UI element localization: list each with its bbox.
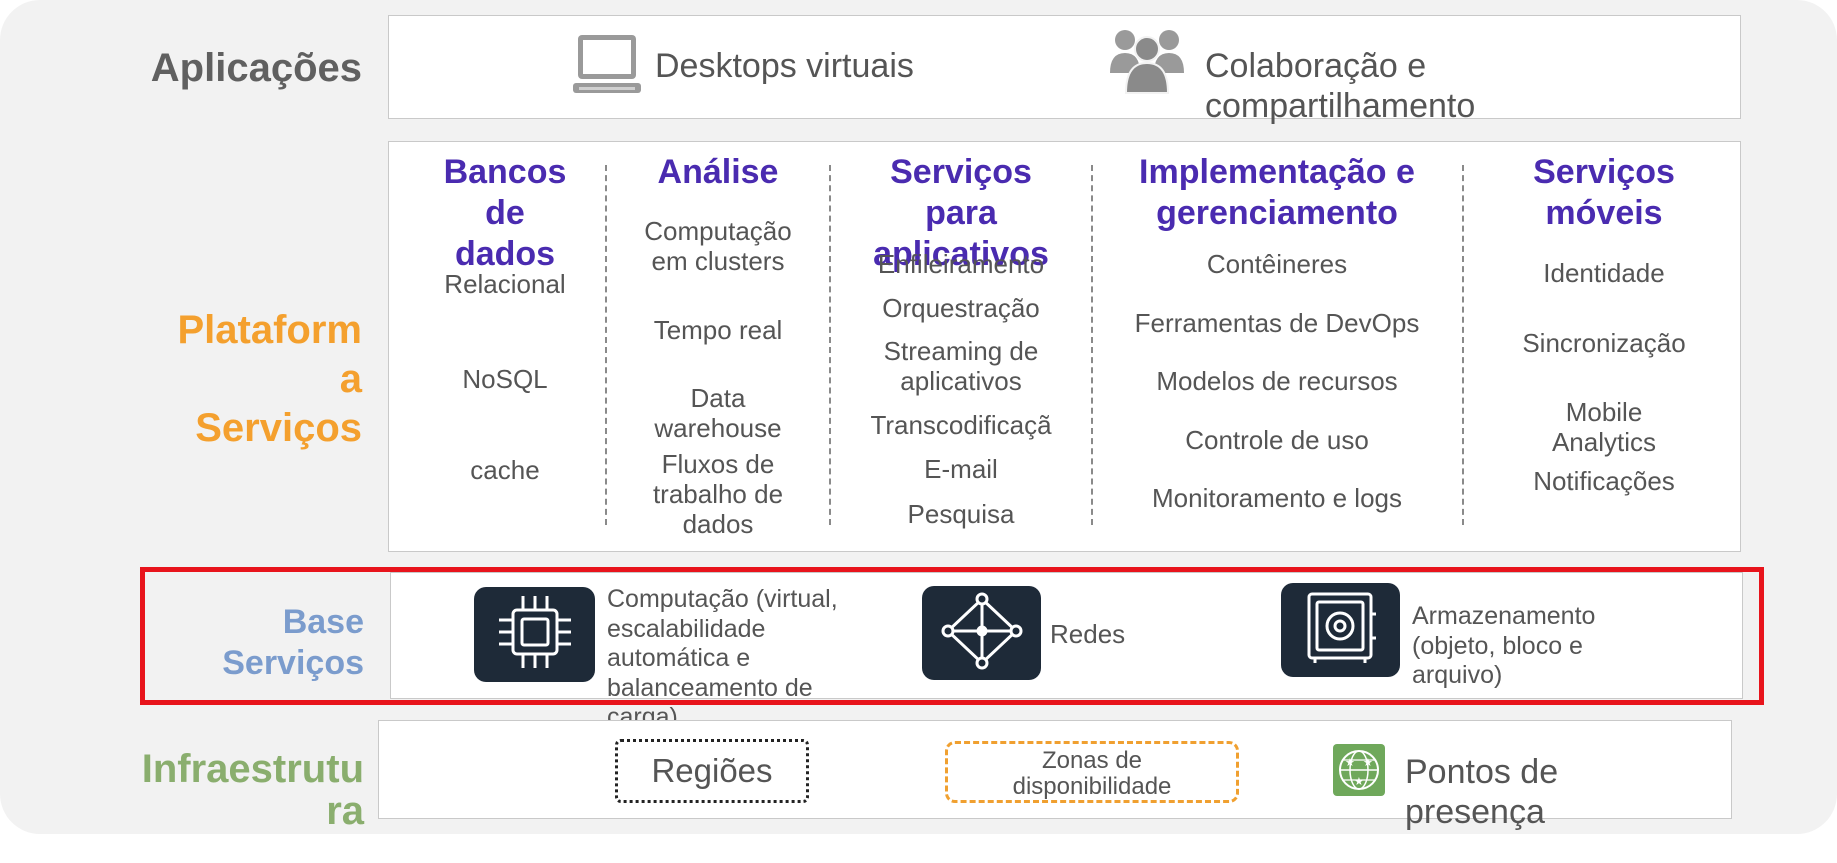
collaboration-label-line: compartilhamento [1205,87,1476,126]
row-label-infrastructure-line: Infraestrutu [141,747,364,791]
people-group-icon [1108,25,1186,97]
base-services-box [390,572,1743,699]
chip-icon [493,590,577,679]
row-label-infrastructure: Infraestrutu ra [100,748,364,832]
compute-label: Computação (virtual, escalabilidade auto… [607,585,838,733]
column-title: Implementação e gerenciamento [1106,152,1448,234]
column-separator [605,165,607,525]
edge-locations-label-line: Pontos de [1405,753,1559,791]
networking-tile [922,586,1041,680]
mobile-item: Notificações [1533,466,1675,496]
column-title: Análise [622,152,814,193]
column-separator [1091,165,1093,525]
app-service-item: Transcodificaçã [870,410,1052,440]
storage-label-line: arquivo) [1412,661,1503,689]
analytics-item: Fluxos de trabalho de dados [652,449,784,539]
row-label-platform-line: Serviços [195,405,362,450]
desktops-label: Desktops virtuais [655,47,914,85]
column-title-line: gerenciamento [1156,193,1398,232]
column-title-line: aplicativos [873,234,1049,273]
storage-label-line: (objeto, bloco e [1412,631,1583,660]
column-title-line: Implementação e [1139,153,1415,191]
analytics-item: Tempo real [653,315,783,345]
column-deployment: Implementação e gerenciamento Contêinere… [1106,152,1448,513]
app-service-item: Enfileiramento [877,249,1045,279]
edge-locations-label-line: presença [1405,793,1545,832]
regions-label: Regiões [651,751,773,789]
column-separator [829,165,831,525]
platform-services-box [388,141,1741,552]
column-title: Serviços móveis [1478,152,1730,234]
row-label-platform: Plataform a Serviços [120,306,363,452]
app-service-item: E-mail [924,454,998,484]
compute-label-line: Computação (virtual, [607,585,838,613]
column-title-line: Serviços [890,153,1032,191]
column-mobile: Serviços móveis Identidade Sincronização… [1478,152,1730,496]
compute-label-line: balanceamento de [607,673,813,702]
column-app-services: Serviços para aplicativos Enfileiramento… [846,152,1076,529]
svg-text:★: ★ [1363,756,1373,769]
compute-tile [474,587,595,682]
app-service-item: Streaming de aplicativos [883,336,1039,396]
compute-label-line: escalabilidade [607,614,766,643]
column-title-line: Análise [657,153,779,191]
network-node-icon [940,591,1024,676]
deployment-item: Ferramentas de DevOps [1134,308,1420,338]
svg-text:★: ★ [1354,775,1364,788]
collaboration-label: Colaboração e compartilhamento [1205,46,1475,126]
column-title-line: móveis [1545,193,1663,232]
storage-label-line: Armazenamento [1412,602,1596,630]
compute-label-line: automática e [607,644,751,672]
mobile-item: Mobile Analytics [1551,397,1657,457]
app-service-item: Orquestração [882,293,1040,323]
collaboration-label-line: Colaboração e [1205,47,1427,85]
row-label-base-line: Base [282,603,364,641]
column-title: Serviços para aplicativos [846,152,1076,274]
svg-text:★: ★ [1345,756,1355,769]
base-services-highlight [140,567,1764,705]
mobile-item: Sincronização [1522,328,1686,358]
column-title-line: Bancos [443,153,567,191]
column-databases: Bancos de dados Relacional NoSQL cache [420,152,590,485]
column-title-line: Serviços [1533,153,1675,191]
column-title-line: para [925,193,997,232]
row-label-base-line: Serviços [222,643,364,682]
zones-label: Zonas de disponibilidade [948,748,1236,800]
networking-label: Redes [1050,619,1126,649]
database-item: Relacional [444,269,566,299]
deployment-item: Controle de uso [1185,425,1369,455]
availability-zones-box: Zonas de disponibilidade [945,741,1239,803]
analytics-item: Computação em clusters [644,216,792,276]
column-separator [1462,165,1464,525]
zones-label-line: Zonas de [1041,747,1143,774]
column-title-line: dados [454,234,556,273]
deployment-item: Monitoramento e logs [1151,483,1403,513]
column-title: Bancos de dados [420,152,590,274]
row-label-platform-line: a [339,356,362,401]
deployment-item: Modelos de recursos [1156,366,1398,396]
database-item: cache [470,455,540,485]
regions-box: Regiões [615,739,809,803]
row-label-applications: Aplicações [150,46,362,90]
database-item: NoSQL [462,364,548,394]
globe-stars-icon: ★ ★ ★ [1333,744,1385,796]
storage-tile [1281,583,1400,677]
analytics-item: Data warehouse [654,383,782,443]
row-label-platform-line: Plataform [177,308,363,352]
vault-icon [1301,588,1381,673]
app-service-item: Pesquisa [907,499,1015,529]
row-label-infrastructure-line: ra [326,789,364,833]
deployment-item: Contêineres [1206,249,1348,279]
edge-locations-label: Pontos de presença [1405,752,1558,832]
row-label-base: Base Serviços [160,602,364,684]
mobile-item: Identidade [1543,258,1665,288]
column-analytics: Análise Computação em clusters Tempo rea… [622,152,814,539]
zones-label-line: disponibilidade [1012,772,1172,800]
column-title-line: de [485,193,525,232]
laptop-icon [573,33,641,99]
storage-label: Armazenamento (objeto, bloco e arquivo) [1412,602,1595,691]
